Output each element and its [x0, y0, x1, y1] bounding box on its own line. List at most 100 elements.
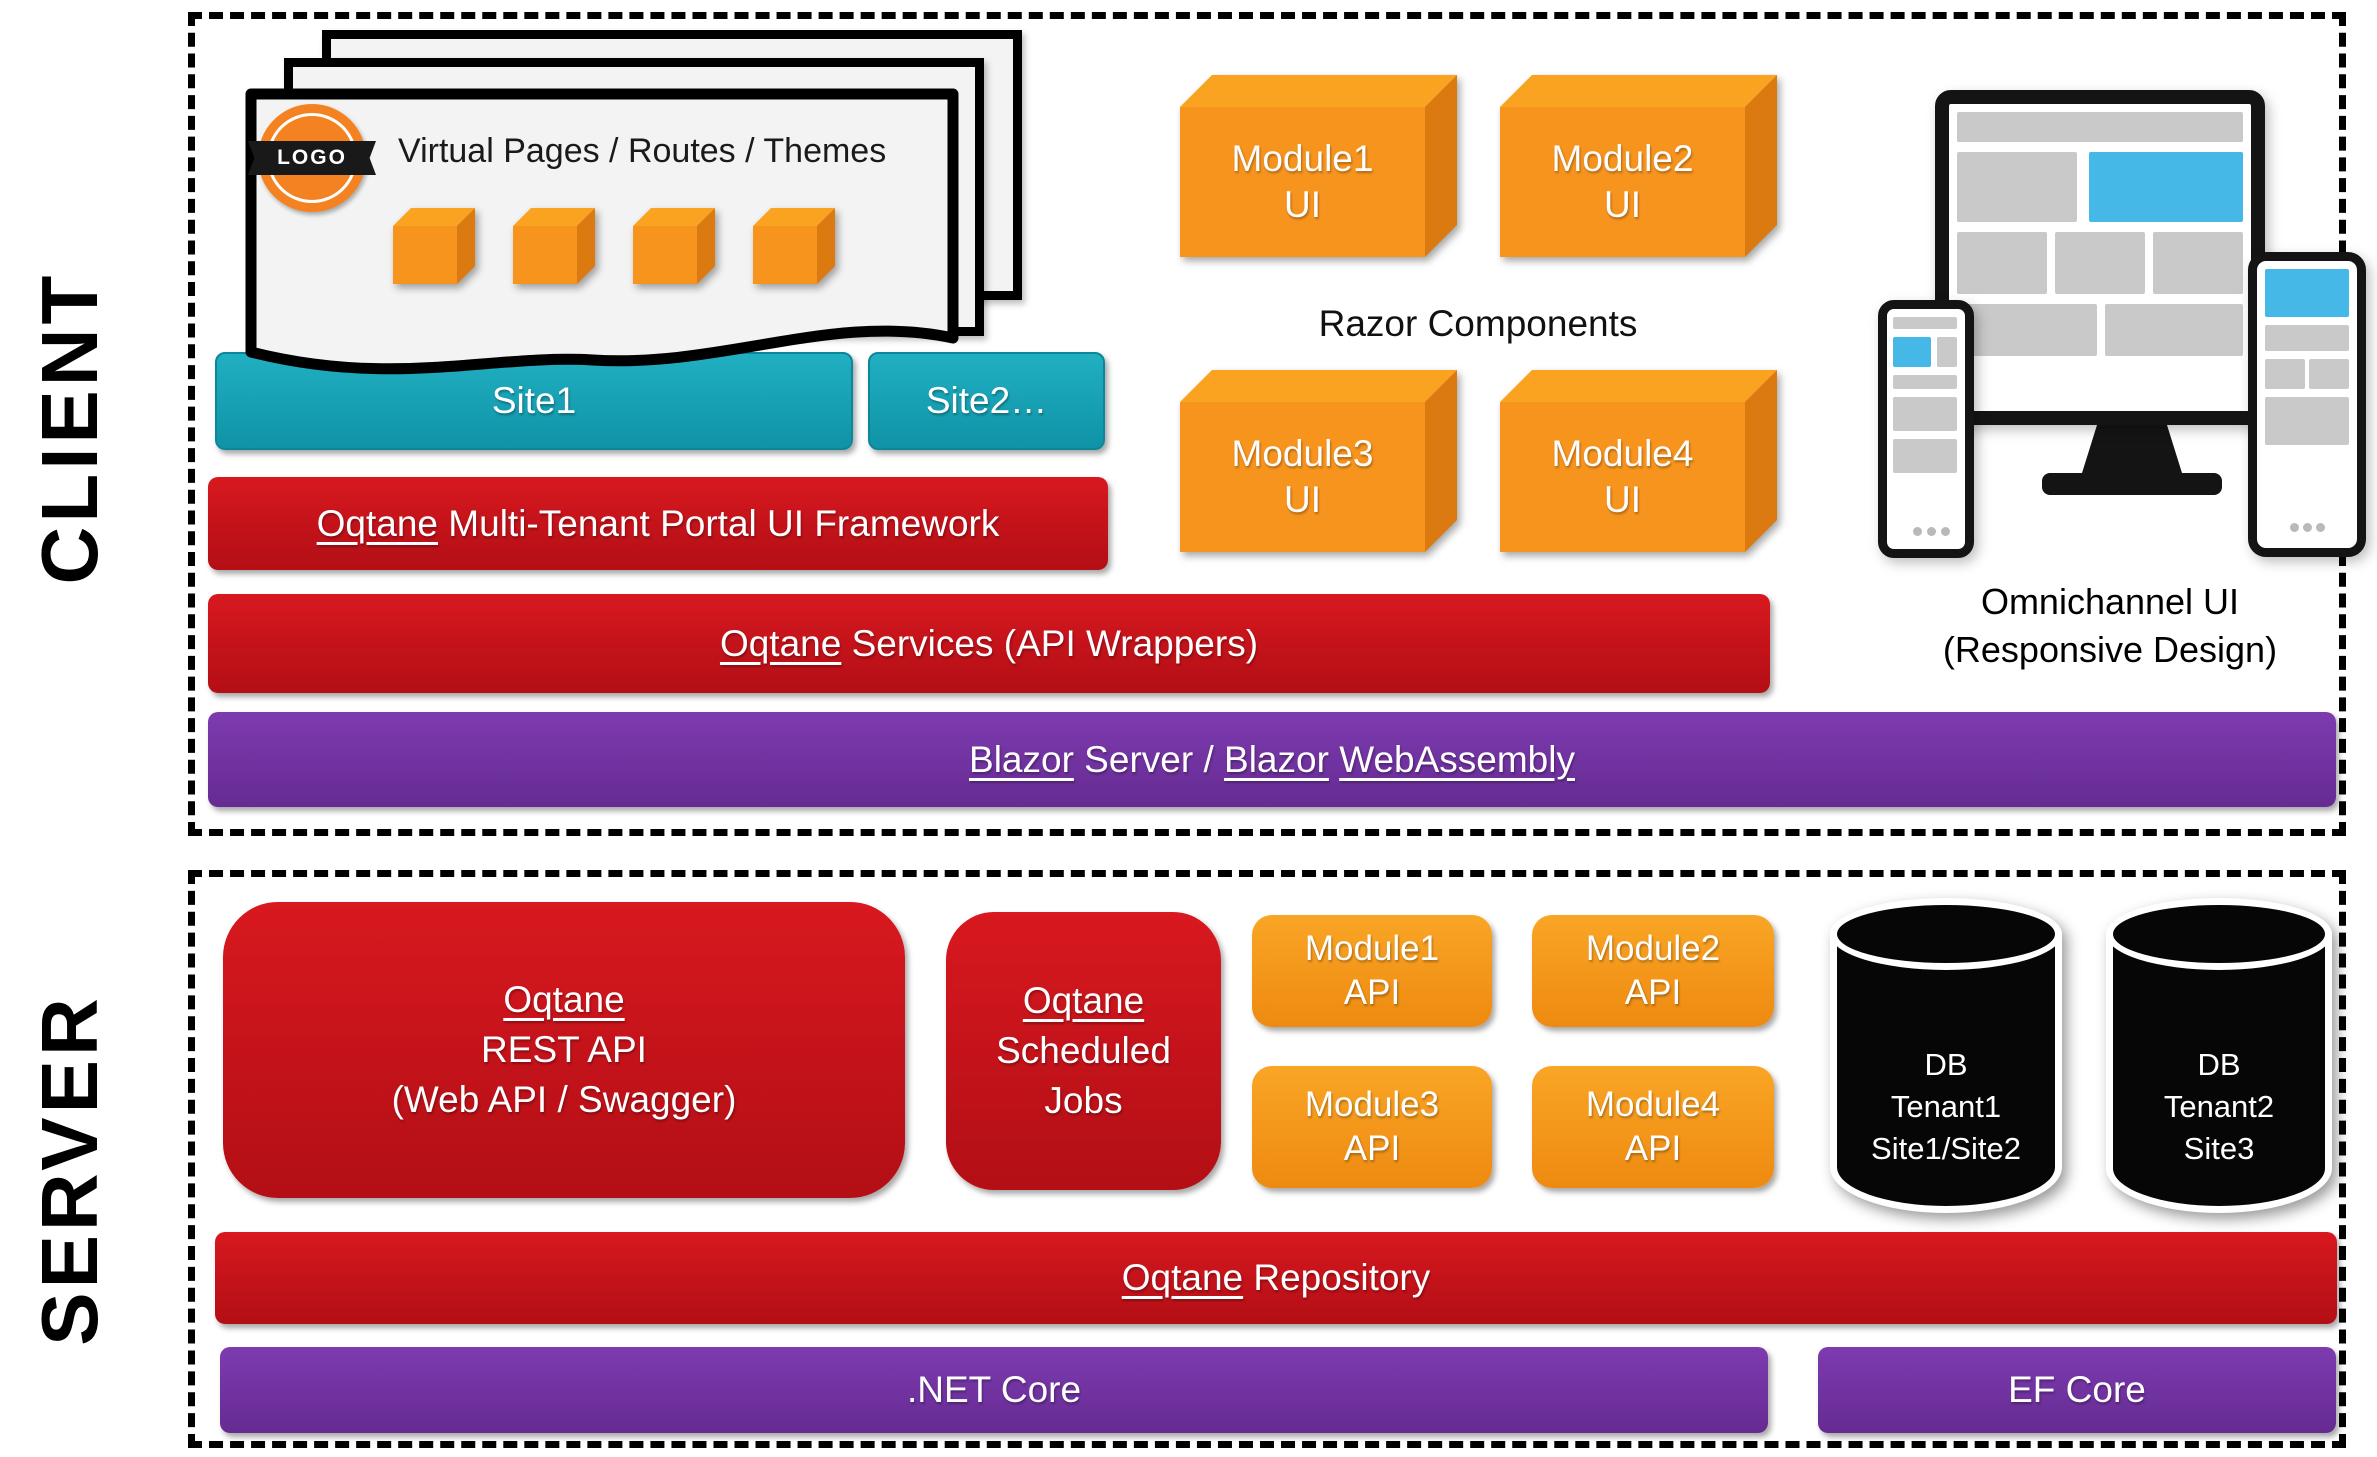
db2-line3: Site3 [2183, 1131, 2255, 1166]
jobs-line3: Jobs [1044, 1080, 1123, 1121]
db2-line2: Tenant2 [2163, 1089, 2275, 1124]
module2-ui-cube: Module2 UI [1500, 75, 1777, 257]
module4-ui-cube: Module4 UI [1500, 370, 1777, 552]
screen-block [1893, 375, 1957, 389]
module3-api-box: Module3 API [1252, 1066, 1492, 1188]
module2-api-line2: API [1624, 973, 1682, 1012]
module4-ui-line1: Module4 [1551, 433, 1694, 474]
cube-front-face: Module1 UI [1180, 107, 1425, 257]
screen-block [2105, 304, 2243, 356]
module3-api-line2: API [1343, 1129, 1401, 1168]
module1-api-box: Module1 API [1252, 915, 1492, 1027]
device-dot-icon [2316, 523, 2325, 532]
jobs-line1: Oqtane [1022, 980, 1145, 1021]
module1-ui-line1: Module1 [1231, 138, 1374, 179]
services-bar: Oqtane Services (API Wrappers) [208, 594, 1770, 693]
cube-side-face [577, 208, 595, 284]
blazor-bar-label: Blazor Server / Blazor WebAssembly [969, 738, 1575, 780]
module1-ui-cube: Module1 UI [1180, 75, 1457, 257]
cube-side-face [1745, 370, 1777, 552]
server-section-label: SERVER [25, 994, 114, 1346]
cube-top-face [1180, 370, 1457, 402]
database-cylinder-icon [2106, 934, 2332, 1213]
cube-top-face [1500, 75, 1777, 107]
page-module-cube-icon [633, 208, 715, 284]
scheduled-jobs-box: Oqtane Scheduled Jobs [946, 912, 1221, 1190]
device-dot-icon [1941, 527, 1950, 536]
virtual-page-sheet-front [243, 86, 961, 398]
module2-ui-line2: UI [1604, 184, 1641, 225]
module1-ui-line2: UI [1284, 184, 1321, 225]
repository-bar-label: Oqtane Repository [1121, 1257, 1431, 1298]
device-dot-icon [2290, 523, 2299, 532]
screen-block [1893, 439, 1957, 473]
logo-ribbon: LOGO [248, 141, 376, 175]
cube-front-face: Module4 UI [1500, 402, 1745, 552]
module3-ui-cube: Module3 UI [1180, 370, 1457, 552]
services-bar-label: Oqtane Services (API Wrappers) [719, 622, 1259, 664]
cube-front-face: Module3 UI [1180, 402, 1425, 552]
repository-bar: Oqtane Repository [215, 1232, 2337, 1324]
omnichannel-caption: Omnichannel UI (Responsive Design) [1880, 578, 2340, 674]
site1-label: Site1 [491, 380, 577, 421]
module1-api-line1: Module1 [1304, 929, 1440, 968]
screen-block [2265, 397, 2349, 445]
cube-front-face [753, 226, 817, 284]
database-cylinder-icon [1830, 934, 2062, 1213]
cube-top-face [1500, 370, 1777, 402]
cube-top-face [753, 208, 835, 226]
cube-top-face [393, 208, 475, 226]
cube-front-face [393, 226, 457, 284]
dotnet-core-label: .NET Core [906, 1369, 1082, 1410]
cube-side-face [817, 208, 835, 284]
server-section-boundary [188, 870, 2346, 1448]
jobs-line2: Scheduled [996, 1030, 1171, 1071]
module4-ui-line2: UI [1604, 479, 1641, 520]
page-module-cube-icon [753, 208, 835, 284]
cube-front-face [513, 226, 577, 284]
dotnet-core-bar: .NET Core [220, 1347, 1768, 1433]
rest-api-box: Oqtane REST API (Web API / Swagger) [223, 902, 905, 1198]
module2-api-box: Module2 API [1532, 915, 1774, 1027]
rest-api-line1: Oqtane [503, 979, 625, 1020]
site2-bar: Site2… [868, 352, 1105, 450]
page-module-cube-icon [393, 208, 475, 284]
screen-block [2265, 325, 2349, 351]
omnichannel-caption-line2: (Responsive Design) [1942, 629, 2278, 670]
cube-side-face [1745, 75, 1777, 257]
cube-top-face [513, 208, 595, 226]
rest-api-line2: REST API [481, 1029, 647, 1070]
device-dot-icon [2303, 523, 2312, 532]
screen-block [1893, 317, 1957, 329]
module3-ui-line2: UI [1284, 479, 1321, 520]
module3-ui-line1: Module3 [1231, 433, 1374, 474]
module3-api-line1: Module3 [1304, 1085, 1440, 1124]
framework-bar-label: Oqtane Multi-Tenant Portal UI Framework [316, 502, 1000, 544]
razor-components-label: Razor Components [1318, 303, 1638, 344]
screen-block [2265, 359, 2305, 389]
framework-bar: Oqtane Multi-Tenant Portal UI Framework [208, 477, 1108, 570]
module1-api-line2: API [1343, 973, 1401, 1012]
screen-block-highlight [1893, 337, 1931, 367]
tablet-icon [2248, 252, 2366, 557]
screen-block-highlight [2089, 152, 2243, 222]
omnichannel-caption-line1: Omnichannel UI [1980, 581, 2240, 622]
cube-side-face [457, 208, 475, 284]
logo-text: LOGO [277, 146, 347, 169]
module2-api-line1: Module2 [1585, 929, 1721, 968]
virtual-pages-title: Virtual Pages / Routes / Themes [398, 132, 887, 170]
monitor-stand [2082, 425, 2182, 473]
client-section-label: CLIENT [25, 271, 114, 585]
database-cylinder-lid-icon [1830, 898, 2062, 970]
module4-api-line2: API [1624, 1129, 1682, 1168]
screen-block [2309, 359, 2349, 389]
phone-icon [1878, 300, 1974, 558]
module4-api-line1: Module4 [1585, 1085, 1721, 1124]
screen-block [1957, 232, 2047, 294]
monitor-base [2042, 473, 2222, 495]
cube-side-face [1425, 75, 1457, 257]
db1-line3: Site1/Site2 [1871, 1131, 2021, 1166]
db-tenant1-label: DB Tenant1 Site1/Site2 [1830, 1044, 2062, 1170]
db-tenant2-label: DB Tenant2 Site3 [2106, 1044, 2332, 1170]
cube-side-face [1425, 370, 1457, 552]
